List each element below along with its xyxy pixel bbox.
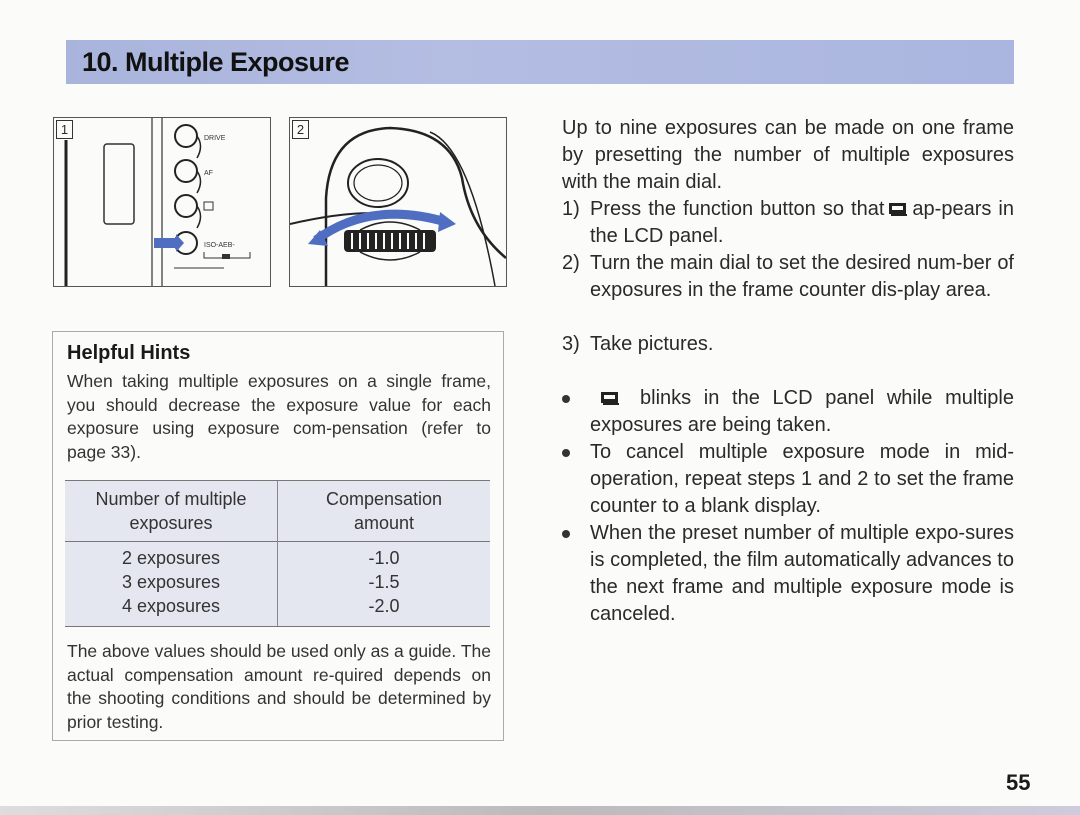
exposures-cell: 2 exposures: [121, 548, 221, 568]
compensation-cell: -1.0: [368, 548, 400, 568]
exposures-cell: 3 exposures: [121, 572, 221, 592]
table-row: 4 exposures -2.0: [65, 594, 490, 618]
bullet-cancel: To cancel multiple exposure mode in mid-…: [562, 439, 1014, 520]
step-number: 1): [562, 198, 580, 220]
figure-number: 1: [56, 120, 73, 139]
section-title: 10. Multiple Exposure: [82, 47, 350, 77]
figure-number: 2: [292, 120, 309, 139]
camera-buttons-illustration: DRIVE AF ISO-AEB-: [64, 118, 251, 286]
step-number: 2): [562, 252, 580, 274]
page-edge: [0, 806, 1080, 815]
drive-label: DRIVE: [204, 135, 226, 142]
section-title-bar: 10. Multiple Exposure: [66, 40, 1014, 84]
table-row: 2 exposures -1.0: [65, 546, 490, 570]
bullet-dot: [562, 449, 570, 457]
header-number-of-exposures: Number of multiple exposures: [95, 489, 247, 533]
bullet-text: blinks in the LCD panel while multiple e…: [590, 387, 1014, 436]
figure-1-controls: 1 DRIVE AF ISO-AEB-: [53, 117, 271, 287]
step-2: 2) Turn the main dial to set the desired…: [562, 250, 1014, 331]
table-divider: [277, 481, 278, 626]
bullet-completed: When the preset number of multiple expo-…: [562, 520, 1014, 628]
multiple-exposure-lcd-icon: [889, 203, 908, 216]
step-text: Turn the main dial to set the desired nu…: [590, 252, 1014, 301]
page-number: 55: [1006, 770, 1031, 795]
main-dial-illustration: [290, 126, 506, 286]
iso-aeb-label: ISO-AEB-: [204, 242, 235, 249]
step-3: 3) Take pictures.: [562, 331, 1014, 358]
hints-paragraph: When taking multiple exposures on a sing…: [67, 371, 491, 462]
compensation-cell: -2.0: [368, 596, 400, 616]
bullet-text: When the preset number of multiple expo-…: [590, 522, 1014, 625]
header-compensation-amount: Compensation amount: [325, 489, 443, 533]
af-label: AF: [204, 170, 213, 177]
table-row: 3 exposures -1.5: [65, 570, 490, 594]
bullet-text: To cancel multiple exposure mode in mid-…: [590, 441, 1014, 517]
intro-paragraph: Up to nine exposures can be made on one …: [562, 117, 1014, 193]
table-header: Number of multiple exposures Compensatio…: [65, 481, 490, 542]
bullet-dot: [562, 530, 570, 538]
figure-2-main-dial: 2: [289, 117, 507, 287]
multiple-exposure-lcd-icon: [601, 392, 619, 405]
hints-paragraph-note: The above values should be used only as …: [67, 641, 491, 732]
step-text: Take pictures.: [590, 333, 714, 355]
bullet-dot: [562, 395, 570, 403]
step-number: 3): [562, 333, 580, 355]
hints-title: Helpful Hints: [67, 342, 191, 364]
bullet-blinks: blinks in the LCD panel while multiple e…: [562, 385, 1014, 439]
compensation-cell: -1.5: [368, 572, 400, 592]
exposures-cell: 4 exposures: [121, 596, 221, 616]
compensation-table: Number of multiple exposures Compensatio…: [65, 480, 490, 627]
